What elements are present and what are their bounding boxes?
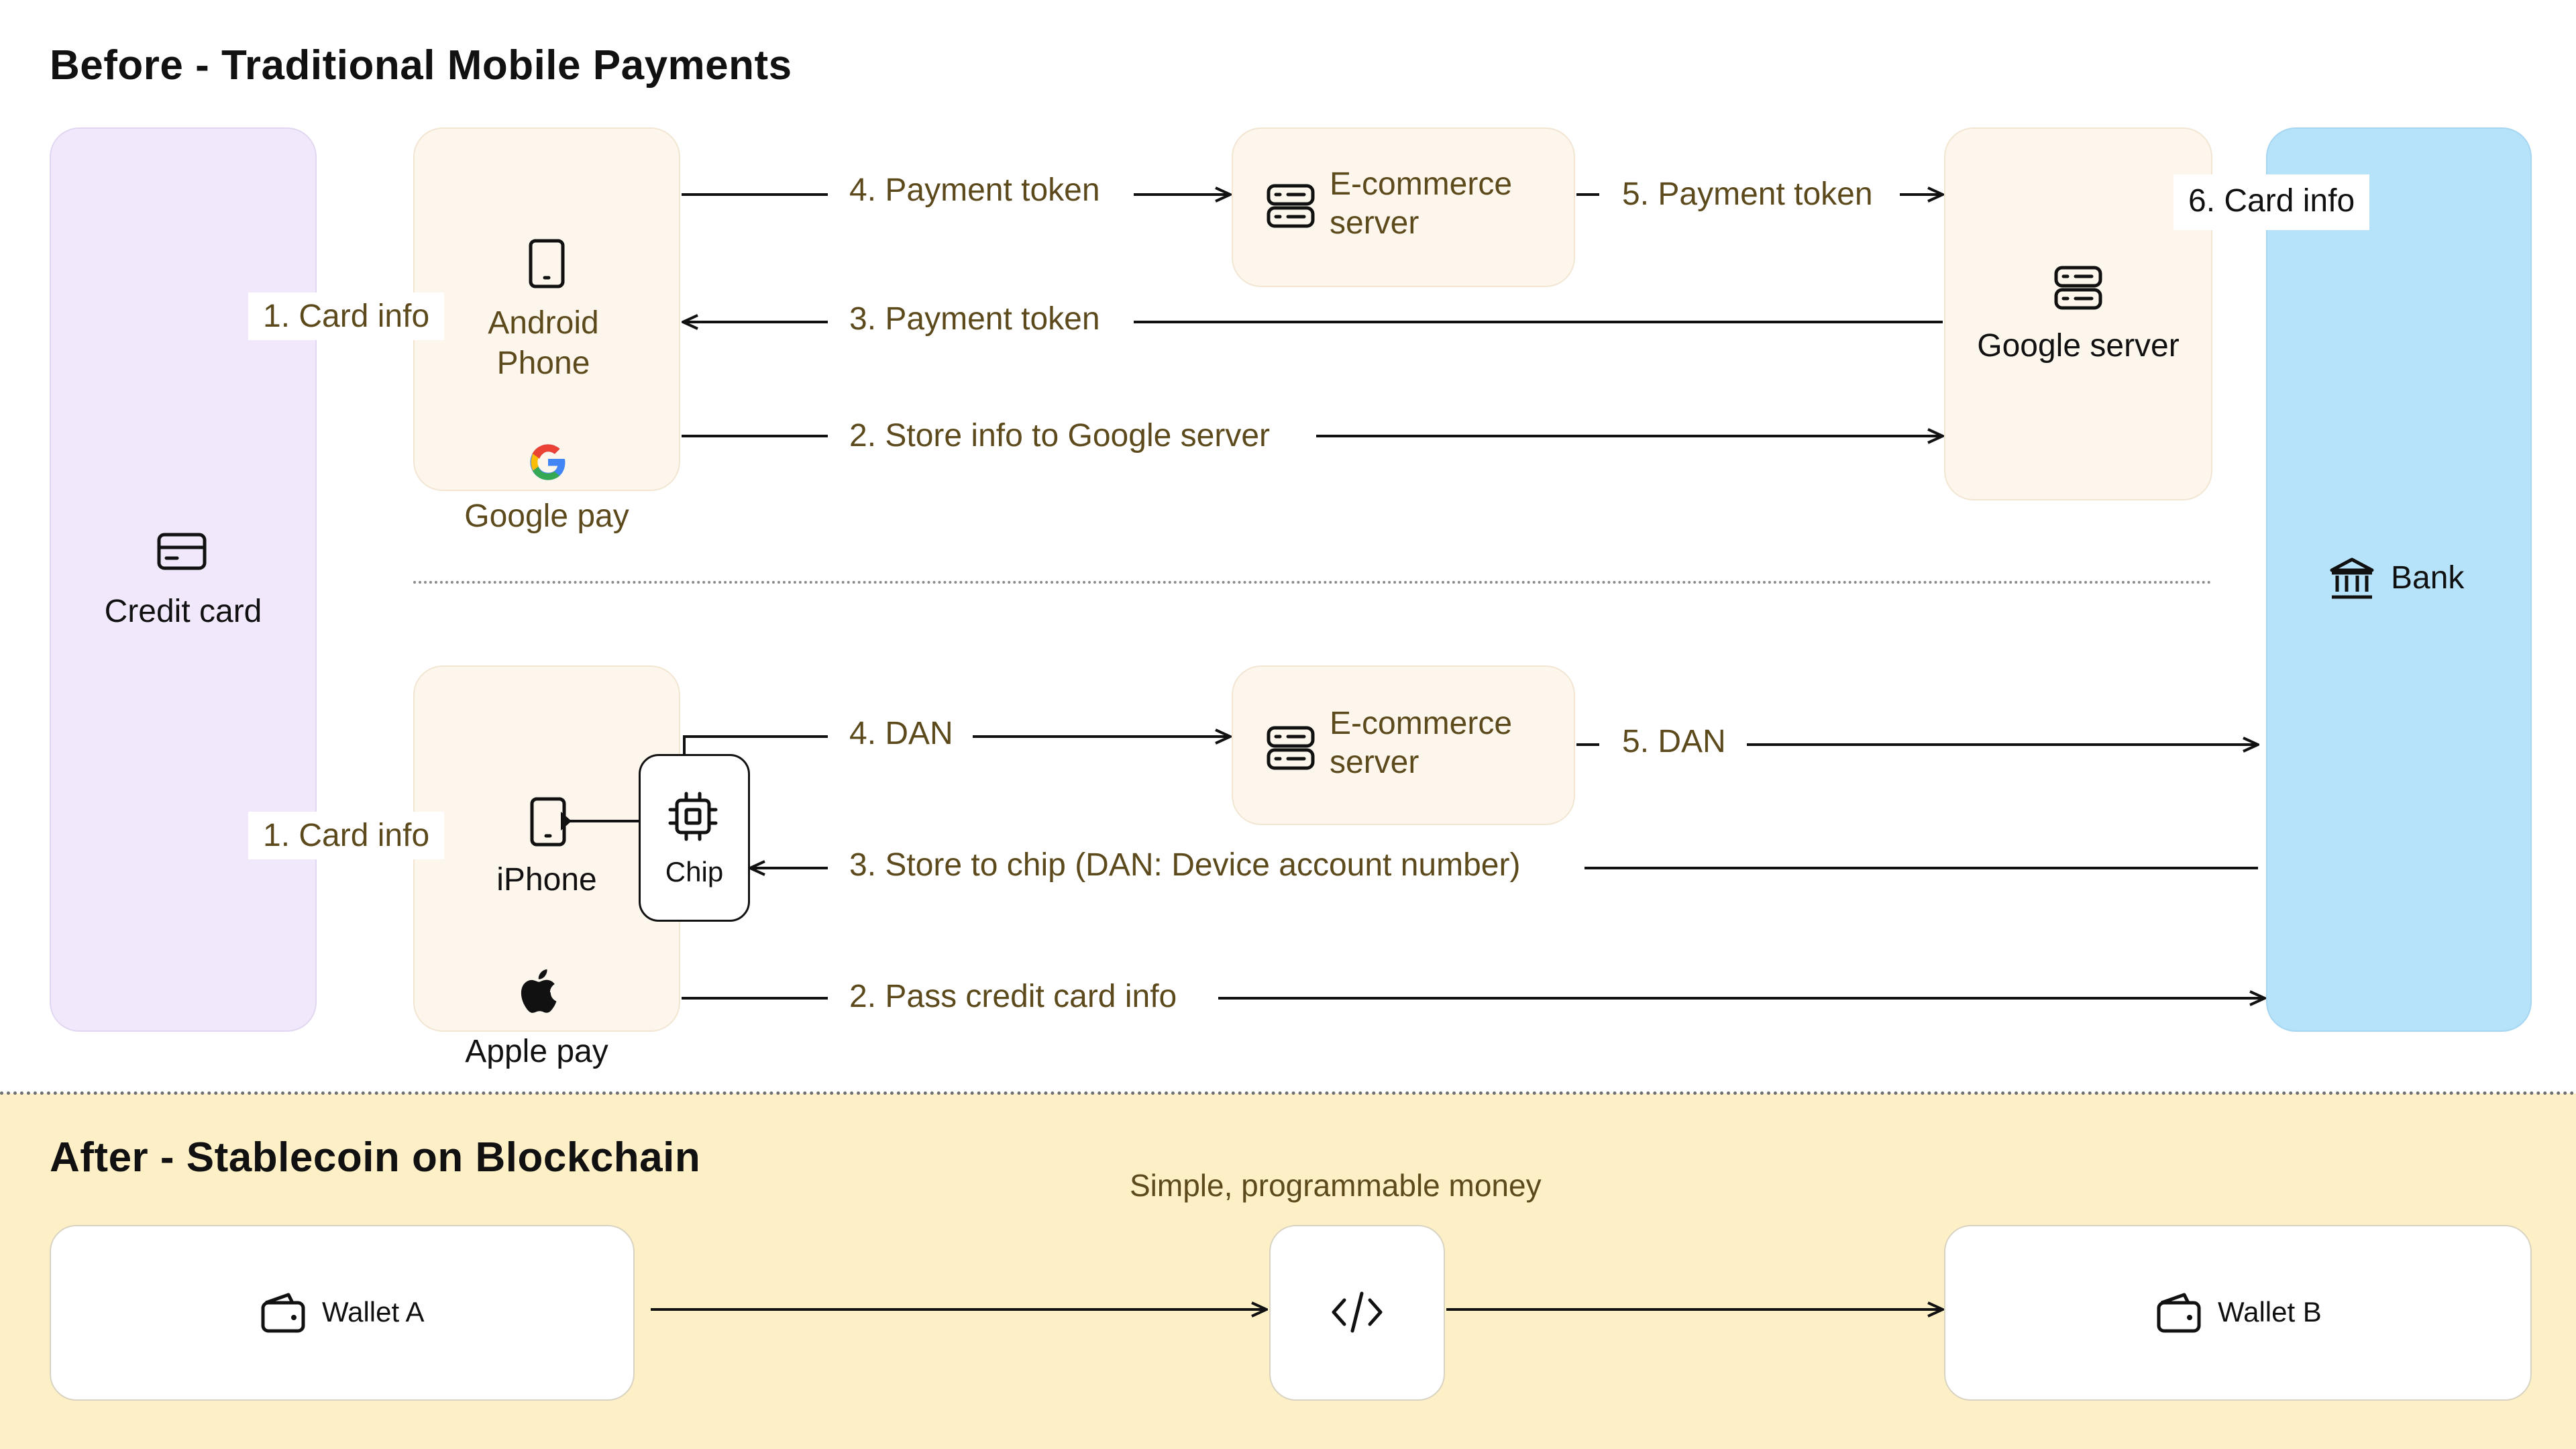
chip-icon <box>668 792 718 841</box>
server-icon-google <box>2054 266 2102 310</box>
ecommerce-label-apple-line2: server <box>1330 745 1419 780</box>
apple-card-info-label: 1. Card info <box>248 812 445 859</box>
android-phone-label: Android Phone <box>456 303 631 384</box>
android-phone-label-line2: Phone <box>496 345 590 381</box>
google-apple-separator <box>413 581 2212 584</box>
wallet-icon-a <box>261 1293 305 1333</box>
bank-label: Bank <box>2391 560 2465 596</box>
ecommerce-label-google-line1: E-commerce <box>1330 166 1513 202</box>
after-title: After - Stablecoin on Blockchain <box>50 1134 701 1181</box>
ecommerce-label-google: E-commerce server <box>1330 165 1512 243</box>
google-step2-label: 2. Store info to Google server <box>849 418 1270 453</box>
ecommerce-label-google-line2: server <box>1330 205 1419 241</box>
credit-card-box <box>50 127 317 1032</box>
credit-card-label: Credit card <box>104 594 262 629</box>
server-icon-ecommerce-google <box>1267 184 1315 228</box>
google-pay-label: Google pay <box>464 498 629 534</box>
ecommerce-label-apple-line1: E-commerce <box>1330 706 1513 741</box>
chip-label: Chip <box>665 856 724 888</box>
code-icon <box>1332 1291 1383 1333</box>
wallet-a-label: Wallet A <box>322 1296 425 1328</box>
google-step6-label: 6. Card info <box>2174 174 2370 230</box>
phone-icon <box>529 239 565 288</box>
wallet-b-label: Wallet B <box>2218 1296 2322 1328</box>
ecommerce-label-apple: E-commerce server <box>1330 704 1512 782</box>
google-server-box <box>1944 127 2212 500</box>
phone-icon-iphone <box>530 797 566 847</box>
android-phone-label-line1: Android <box>488 305 599 341</box>
google-step4-label: 4. Payment token <box>849 172 1100 208</box>
wallet-a-box <box>50 1225 635 1401</box>
credit-card-icon <box>157 533 207 570</box>
google-server-label: Google server <box>1977 328 2180 364</box>
google-logo-icon <box>530 444 566 480</box>
after-tagline: Simple, programmable money <box>1130 1168 1542 1203</box>
apple-step4-label: 4. DAN <box>849 716 953 751</box>
apple-step5-label: 5. DAN <box>1622 724 1726 759</box>
section-divider <box>0 1091 2576 1095</box>
apple-logo-icon <box>521 969 557 1013</box>
bank-box <box>2266 127 2532 1032</box>
google-card-info-label: 1. Card info <box>248 292 445 340</box>
bank-icon <box>2330 557 2374 599</box>
apple-pay-label: Apple pay <box>465 1034 608 1069</box>
iphone-label: iPhone <box>496 862 597 898</box>
server-icon-ecommerce-apple <box>1267 726 1315 770</box>
wallet-icon-b <box>2157 1293 2201 1333</box>
before-title: Before - Traditional Mobile Payments <box>50 42 792 89</box>
chip-box <box>639 754 750 922</box>
ecommerce-server-box-apple <box>1232 665 1575 825</box>
apple-step2-label: 2. Pass credit card info <box>849 979 1177 1014</box>
google-step3-label: 3. Payment token <box>849 301 1100 337</box>
android-phone-box <box>413 127 680 491</box>
google-step5-label: 5. Payment token <box>1622 176 1873 212</box>
apple-step4-line-a <box>683 735 828 754</box>
apple-step3-label: 3. Store to chip (DAN: Device account nu… <box>849 847 1521 883</box>
wallet-b-box <box>1944 1225 2532 1401</box>
